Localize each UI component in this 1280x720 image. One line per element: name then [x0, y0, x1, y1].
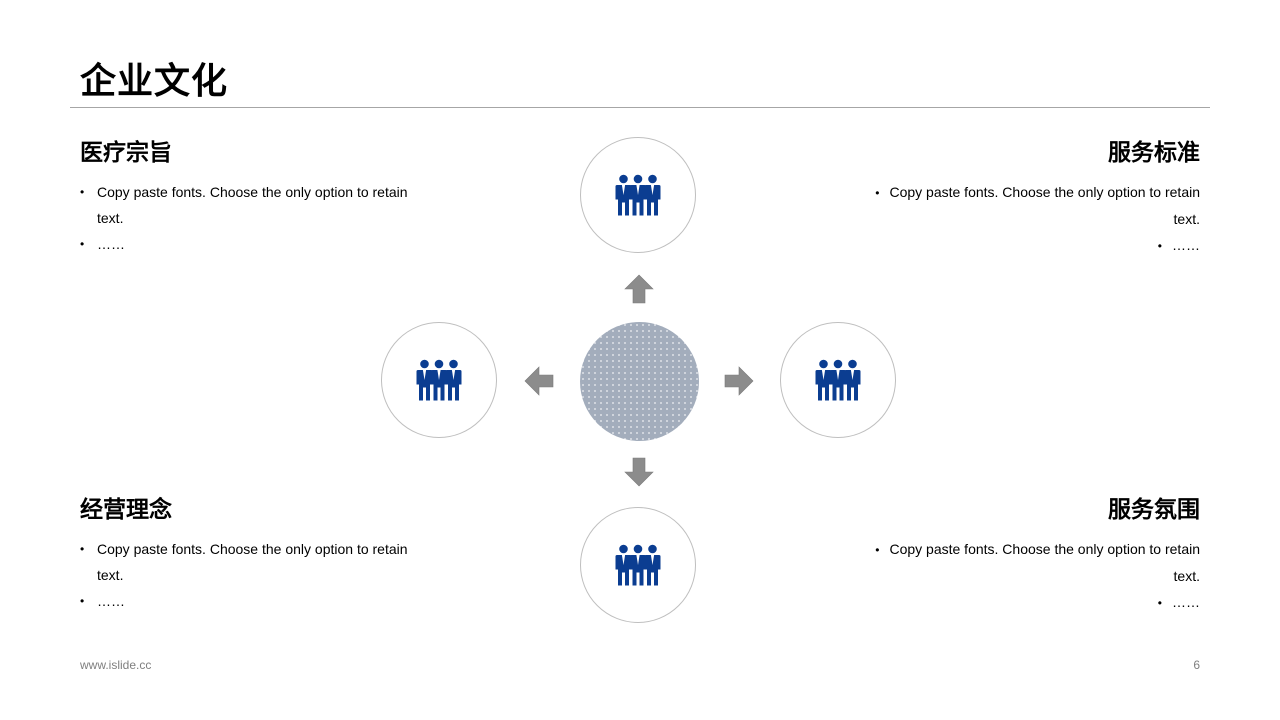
bullet-text: …… — [1172, 237, 1200, 253]
arrow-right-icon — [724, 366, 754, 396]
arrow-left-icon — [524, 366, 554, 396]
team-people-icon — [615, 544, 661, 586]
bullet-list: Copy paste fonts. Choose the only option… — [80, 536, 425, 614]
arrow-up-icon — [624, 274, 654, 304]
bullet-list: Copy paste fonts. Choose the only option… — [80, 179, 425, 257]
section-bottom-right: 服务氛围 •Copy paste fonts. Choose the only … — [855, 494, 1200, 616]
node-right — [780, 322, 896, 438]
section-top-left: 医疗宗旨 Copy paste fonts. Choose the only o… — [80, 137, 425, 257]
slide-title: 企业文化 — [80, 61, 229, 102]
title-divider — [70, 107, 1210, 108]
bullet-item: Copy paste fonts. Choose the only option… — [80, 536, 425, 588]
footer-url: www.islide.cc — [80, 658, 152, 672]
bullet-item: •Copy paste fonts. Choose the only optio… — [875, 184, 1200, 227]
node-bottom — [580, 507, 696, 623]
section-bottom-left: 经营理念 Copy paste fonts. Choose the only o… — [80, 494, 425, 614]
bullet-list: •Copy paste fonts. Choose the only optio… — [855, 536, 1200, 616]
section-heading: 服务标准 — [1108, 140, 1200, 166]
bullet-text: Copy paste fonts. Choose the only option… — [889, 184, 1200, 227]
bullet-item: •…… — [1157, 594, 1200, 610]
team-people-icon — [416, 359, 462, 401]
center-hub — [580, 322, 699, 441]
bullet-text: Copy paste fonts. Choose the only option… — [889, 541, 1200, 584]
team-people-icon — [615, 174, 661, 216]
bullet-list: •Copy paste fonts. Choose the only optio… — [855, 179, 1200, 259]
bullet-item: …… — [80, 231, 425, 257]
node-left — [381, 322, 497, 438]
node-top — [580, 137, 696, 253]
bullet-item: •Copy paste fonts. Choose the only optio… — [875, 541, 1200, 584]
team-people-icon — [815, 359, 861, 401]
bullet-item: •…… — [1157, 237, 1200, 253]
section-heading: 经营理念 — [80, 497, 172, 523]
bullet-item: …… — [80, 588, 425, 614]
section-heading: 服务氛围 — [1108, 497, 1200, 523]
section-top-right: 服务标准 •Copy paste fonts. Choose the only … — [855, 137, 1200, 259]
bullet-item: Copy paste fonts. Choose the only option… — [80, 179, 425, 231]
page-number: 6 — [1193, 658, 1200, 672]
section-heading: 医疗宗旨 — [80, 140, 172, 166]
arrow-down-icon — [624, 457, 654, 487]
bullet-text: …… — [1172, 594, 1200, 610]
